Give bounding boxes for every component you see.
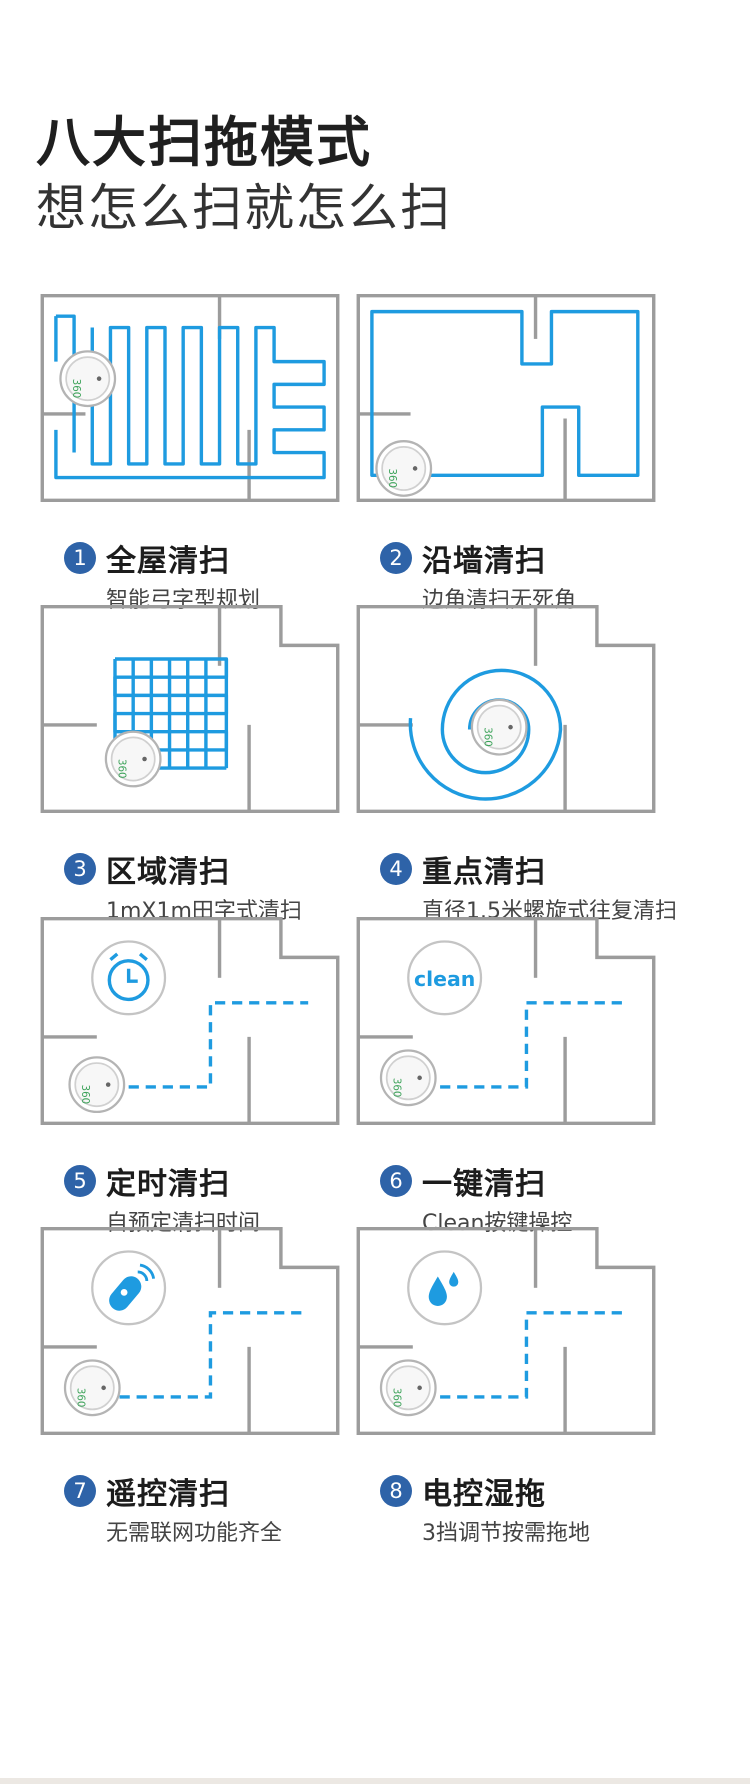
alarm-clock-icon xyxy=(107,952,150,1002)
floorplan-clean-icon: clean xyxy=(356,917,656,1125)
mode-description: Clean按键操控 xyxy=(422,1211,573,1236)
heading-title: 八大扫拖模式 xyxy=(36,111,372,174)
mode-number-badge: 7 xyxy=(64,1475,96,1507)
floorplan-wall-follow-icon xyxy=(356,294,656,502)
floorplan-zigzag-icon xyxy=(40,294,340,502)
mode-label: 2 沿墙清扫 边角清扫无死角 xyxy=(380,538,700,614)
floorplan-remote-icon xyxy=(40,1227,340,1435)
mode-description: 3挡调节按需拖地 xyxy=(422,1521,590,1546)
mode-title: 重点清扫 xyxy=(422,855,546,890)
mode-description: 自预定清扫时间 xyxy=(106,1211,261,1236)
mode-title: 电控湿拖 xyxy=(422,1477,546,1512)
heading-subtitle: 想怎么扫就怎么扫 xyxy=(36,179,452,237)
mode-label: 3 区域清扫 1mX1m田字式清扫 xyxy=(64,849,384,925)
water-drops-icon xyxy=(428,1271,459,1306)
mode-label: 6 一键清扫 Clean按键操控 xyxy=(380,1161,700,1237)
mode-number-badge: 5 xyxy=(64,1165,96,1197)
mode-label: 4 重点清扫 直径1.5米螺旋式往复清扫 xyxy=(380,849,700,925)
remote-control-icon xyxy=(109,1263,156,1311)
mode-description: 无需联网功能齐全 xyxy=(106,1521,283,1546)
clean-button-icon: clean xyxy=(414,967,475,991)
mode-number-badge: 3 xyxy=(64,853,96,885)
mode-title: 区域清扫 xyxy=(106,855,230,890)
mode-description: 边角清扫无死角 xyxy=(422,588,577,613)
mode-description: 智能弓字型规划 xyxy=(106,588,261,613)
page-heading: 八大扫拖模式 想怎么扫就怎么扫 xyxy=(36,110,452,240)
floorplan-timer-icon xyxy=(40,917,340,1125)
mode-number-badge: 1 xyxy=(64,542,96,574)
mode-number-badge: 4 xyxy=(380,853,412,885)
mode-label: 7 遥控清扫 无需联网功能齐全 xyxy=(64,1471,384,1547)
mode-title: 沿墙清扫 xyxy=(422,544,546,579)
mode-label: 8 电控湿拖 3挡调节按需拖地 xyxy=(380,1471,700,1547)
mode-title: 遥控清扫 xyxy=(106,1477,230,1512)
mode-label: 1 全屋清扫 智能弓字型规划 xyxy=(64,538,384,614)
mode-number-badge: 8 xyxy=(380,1475,412,1507)
mode-number-badge: 2 xyxy=(380,542,412,574)
mode-number-badge: 6 xyxy=(380,1165,412,1197)
bottom-divider xyxy=(0,1778,750,1784)
mode-label: 5 定时清扫 自预定清扫时间 xyxy=(64,1161,384,1237)
mode-title: 一键清扫 xyxy=(422,1167,546,1202)
floorplan-grid-icon xyxy=(40,605,340,813)
floorplan-spiral-icon xyxy=(356,605,656,813)
mode-title: 定时清扫 xyxy=(106,1167,230,1202)
mode-title: 全屋清扫 xyxy=(106,544,230,579)
floorplan-mop-icon xyxy=(356,1227,656,1435)
